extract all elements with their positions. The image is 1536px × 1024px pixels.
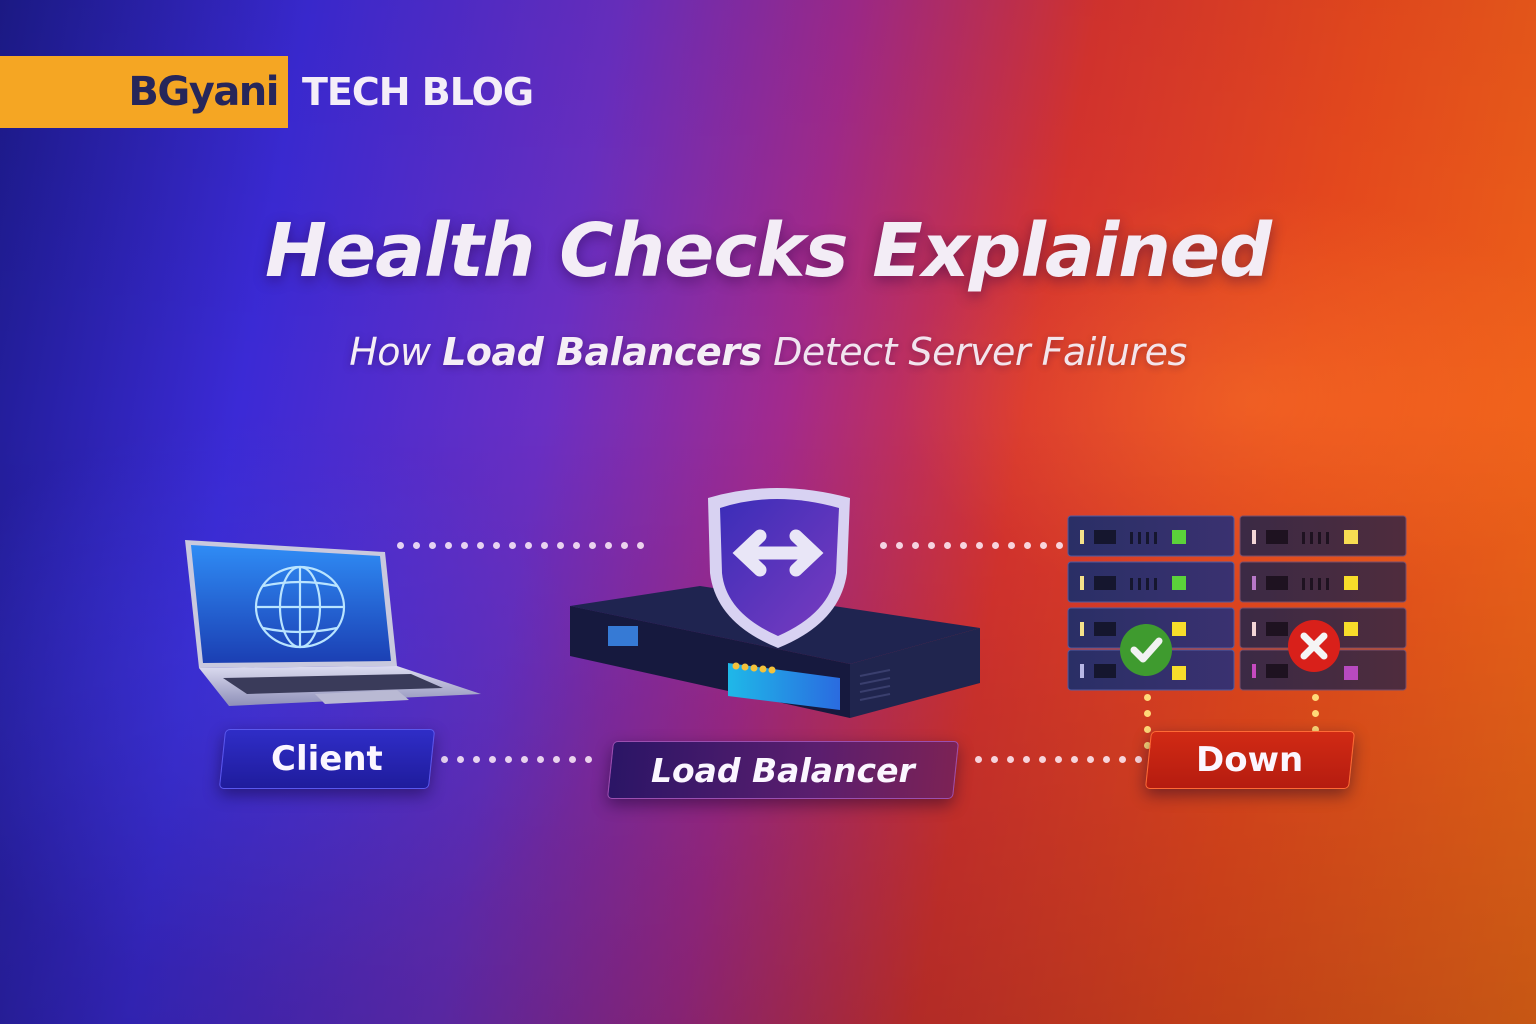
laptop-globe-icon [185,540,481,706]
load-balancer-device-icon [570,488,980,718]
brand-tagline: TECH BLOG [302,70,534,114]
brand-logo-box: BGyani [0,56,288,128]
client-label: Client [218,729,436,789]
subtitle-part-2: Load Balancers [442,330,762,374]
check-badge-icon [1120,624,1172,676]
page-title: Health Checks Explained [264,208,1272,294]
down-label-text: Down [1196,740,1304,780]
connector-left-rack-down [1144,694,1151,749]
server-rack-icon [1067,515,1407,691]
down-status-label: Down [1144,731,1356,789]
client-label-text: Client [271,739,383,779]
connector-right-rack-down [1312,694,1319,733]
load-balancer-label-text: Load Balancer [651,750,915,790]
server-rack-down [1239,515,1407,691]
brand-name: BGyani [128,69,279,115]
connector-lb-servers-top [880,542,1063,549]
connector-client-lb-top [397,542,644,549]
server-rack-healthy [1067,515,1235,691]
page-subtitle: How Load Balancers Detect Server Failure… [0,330,1536,374]
brand-header: BGyani TECH BLOG [0,56,534,128]
subtitle-part-1: How [349,330,443,374]
load-balancer-label: Load Balancer [606,741,960,799]
connector-client-lb-bottom [441,756,592,763]
connector-lb-down-bottom [975,756,1142,763]
subtitle-part-3: Detect Server Failures [761,330,1187,374]
